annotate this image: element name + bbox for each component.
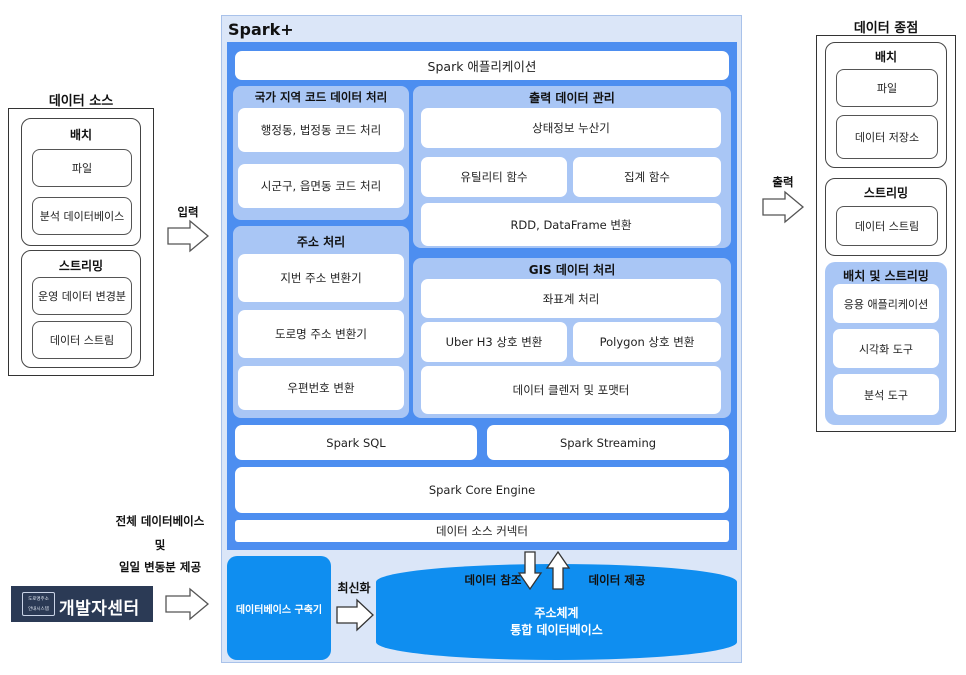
db-builder[interactable]: 데이터베이스 구축기 — [227, 556, 331, 660]
address-title: 주소 처리 — [296, 235, 346, 249]
polygon-conversion[interactable]: Polygon 상호 변환 — [573, 322, 721, 362]
up-arrow-icon — [545, 550, 571, 590]
badge-top-text: 도로명주소 — [28, 597, 49, 602]
utility-functions[interactable]: 유틸리티 함수 — [421, 157, 567, 197]
source-op-changes[interactable]: 운영 데이터 변경분 — [32, 277, 132, 315]
down-arrow-icon — [517, 551, 543, 591]
spark-core-engine[interactable]: Spark Core Engine — [235, 467, 729, 513]
region-code-group: 국가 지역 코드 데이터 처리 행정동, 법정동 코드 처리 시군구, 읍면동 … — [233, 86, 409, 220]
sinks-both-group: 배치 및 스트리밍 응용 애플리케이션 시각화 도구 분석 도구 — [825, 262, 947, 425]
sources-batch-title: 배치 — [69, 128, 93, 142]
sinks-title: 데이터 종점 — [853, 21, 919, 36]
spark-streaming[interactable]: Spark Streaming — [487, 425, 729, 460]
sink-application[interactable]: 응용 애플리케이션 — [833, 284, 939, 323]
region-code-district[interactable]: 시군구, 읍면동 코드 처리 — [238, 164, 404, 208]
rdd-dataframe-conversion[interactable]: RDD, DataFrame 변환 — [421, 203, 721, 246]
source-analytics-db[interactable]: 분석 데이터베이스 — [32, 197, 132, 235]
data-source-connector[interactable]: 데이터 소스 커넥터 — [235, 520, 729, 542]
gis-group: GIS 데이터 처리 좌표계 처리 Uber H3 상호 변환 Polygon … — [413, 258, 731, 418]
source-data-stream[interactable]: 데이터 스트림 — [32, 321, 132, 359]
output-mgmt-group: 출력 데이터 관리 상태정보 누산기 유틸리티 함수 집계 함수 RDD, Da… — [413, 86, 731, 248]
sinks-streaming-title: 스트리밍 — [863, 186, 909, 200]
sources-panel: 배치 파일 분석 데이터베이스 스트리밍 운영 데이터 변경분 데이터 스트림 — [8, 108, 154, 376]
dev-center-badge: 도로명주소 안내시스템 — [22, 592, 55, 616]
provision-note-2: 및 — [154, 538, 166, 552]
sinks-batch-group: 배치 파일 데이터 저장소 — [825, 42, 947, 168]
sink-file[interactable]: 파일 — [836, 69, 938, 107]
provision-note-1: 전체 데이터베이스 — [115, 514, 205, 528]
output-mgmt-title: 출력 데이터 관리 — [529, 91, 615, 105]
source-file[interactable]: 파일 — [32, 149, 132, 187]
spark-application[interactable]: Spark 애플리케이션 — [235, 51, 729, 80]
db-line-2: 통합 데이터베이스 — [510, 623, 603, 637]
spark-plus-container: Spark+ Spark 애플리케이션 국가 지역 코드 데이터 처리 행정동,… — [221, 15, 742, 663]
aggregate-functions[interactable]: 집계 함수 — [573, 157, 721, 197]
address-group: 주소 처리 지번 주소 변환기 도로명 주소 변환기 우편번호 변환 — [233, 226, 409, 418]
zipcode-converter[interactable]: 우편번호 변환 — [238, 366, 404, 410]
spark-main-block: Spark 애플리케이션 국가 지역 코드 데이터 처리 행정동, 법정동 코드… — [227, 42, 737, 550]
sources-batch-group: 배치 파일 분석 데이터베이스 — [21, 118, 141, 246]
sinks-streaming-group: 스트리밍 데이터 스트림 — [825, 178, 947, 256]
spark-plus-title: Spark+ — [228, 20, 294, 39]
gis-title: GIS 데이터 처리 — [528, 263, 616, 277]
refresh-label: 최신화 — [337, 581, 371, 595]
sink-data-stream[interactable]: 데이터 스트림 — [836, 206, 938, 246]
jibun-address-converter[interactable]: 지번 주소 변환기 — [238, 254, 404, 302]
road-address-converter[interactable]: 도로명 주소 변환기 — [238, 310, 404, 358]
sink-visualization-tool[interactable]: 시각화 도구 — [833, 329, 939, 368]
output-arrow-icon — [762, 190, 805, 224]
input-label: 입력 — [177, 205, 199, 219]
sink-data-store[interactable]: 데이터 저장소 — [836, 115, 938, 159]
provide-arrow-icon — [165, 587, 210, 621]
provision-note-3: 일일 변동분 제공 — [118, 560, 202, 574]
region-code-admin[interactable]: 행정동, 법정동 코드 처리 — [238, 108, 404, 152]
data-provide-label: 데이터 제공 — [588, 573, 646, 587]
sources-streaming-group: 스트리밍 운영 데이터 변경분 데이터 스트림 — [21, 250, 141, 368]
sinks-batch-title: 배치 — [874, 50, 898, 64]
badge-bottom-text: 안내시스템 — [28, 607, 49, 612]
region-code-title: 국가 지역 코드 데이터 처리 — [254, 90, 388, 104]
data-cleanser-formatter[interactable]: 데이터 클렌저 및 포맷터 — [421, 366, 721, 414]
refresh-arrow-icon — [336, 598, 374, 632]
sources-streaming-title: 스트리밍 — [58, 259, 104, 273]
input-arrow-icon — [167, 219, 210, 253]
dev-center-name: 개발자센터 — [59, 599, 140, 619]
sink-analysis-tool[interactable]: 분석 도구 — [833, 374, 939, 415]
sources-title: 데이터 소스 — [48, 94, 114, 109]
coordinate-system-processing[interactable]: 좌표계 처리 — [421, 279, 721, 318]
sinks-both-title: 배치 및 스트리밍 — [843, 269, 929, 283]
spark-sql[interactable]: Spark SQL — [235, 425, 477, 460]
dev-center-logo[interactable]: 도로명주소 안내시스템 개발자센터 — [11, 586, 153, 622]
uber-h3-conversion[interactable]: Uber H3 상호 변환 — [421, 322, 567, 362]
db-line-1: 주소체계 — [534, 606, 579, 620]
output-label: 출력 — [772, 175, 794, 189]
data-reference-label: 데이터 참조 — [464, 573, 522, 587]
sinks-panel: 배치 파일 데이터 저장소 스트리밍 데이터 스트림 배치 및 스트리밍 응용 … — [816, 35, 956, 432]
state-accumulator[interactable]: 상태정보 누산기 — [421, 108, 721, 148]
